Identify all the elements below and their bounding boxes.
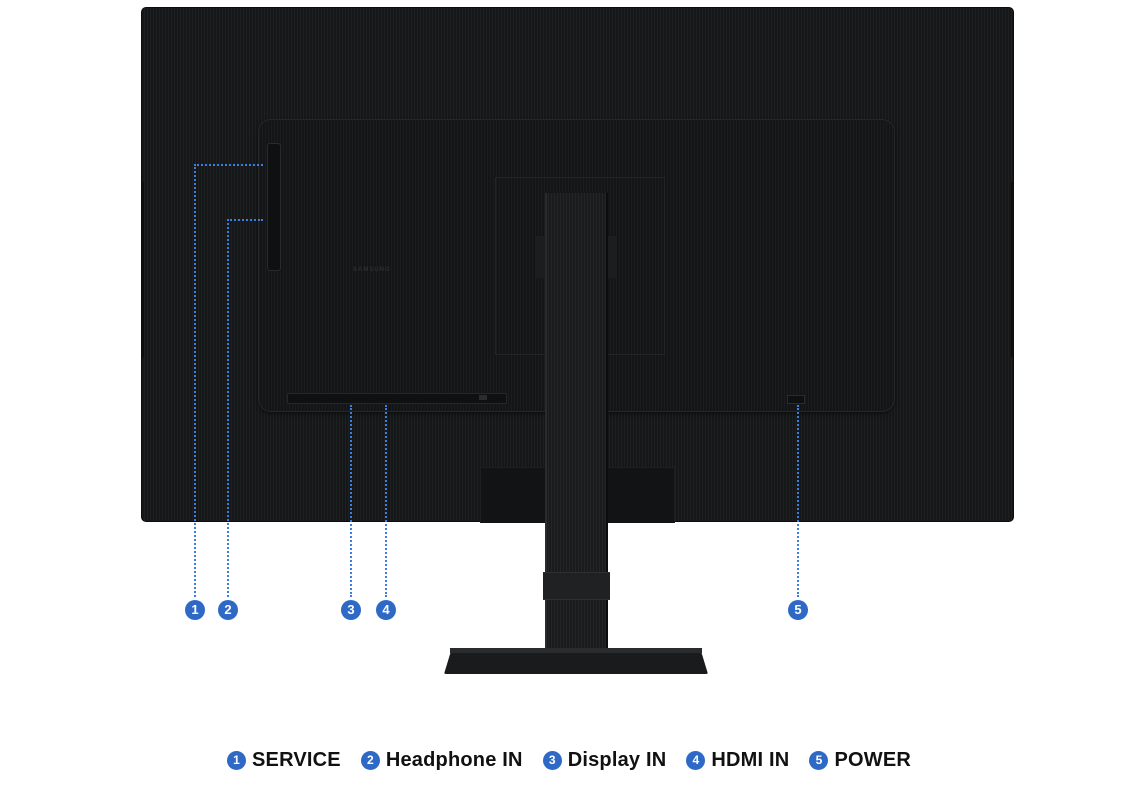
side-edge-left bbox=[141, 182, 144, 357]
callout-2-badge: 2 bbox=[218, 600, 238, 620]
legend-item-hdmi-in: 4 HDMI IN bbox=[686, 749, 789, 772]
legend-number: 3 bbox=[542, 751, 562, 770]
power-port bbox=[787, 395, 805, 404]
legend-number: 4 bbox=[686, 751, 706, 770]
stand-cable-collar bbox=[543, 572, 610, 600]
side-port-strip bbox=[267, 143, 281, 271]
legend-label: SERVICE bbox=[251, 749, 341, 771]
legend-label: HDMI IN bbox=[711, 749, 790, 771]
legend-item-display-in: 3 Display IN bbox=[542, 749, 667, 772]
stand-clip-left bbox=[535, 236, 545, 278]
callout-5-badge: 5 bbox=[788, 600, 808, 620]
stand-base-highlight bbox=[450, 648, 702, 653]
legend-item-service: 1 SERVICE bbox=[226, 749, 341, 772]
callout-1-leader-vertical bbox=[194, 164, 196, 597]
callout-1-leader-horizontal bbox=[194, 164, 263, 166]
callout-2-leader-vertical bbox=[227, 219, 229, 597]
callout-4-leader-vertical bbox=[385, 405, 387, 597]
legend-label: Display IN bbox=[567, 749, 667, 771]
legend-item-power: 5 POWER bbox=[809, 749, 911, 772]
callout-3-badge: 3 bbox=[341, 600, 361, 620]
bottom-port-strip bbox=[287, 393, 507, 404]
legend-label: Headphone IN bbox=[385, 749, 523, 771]
stand-clip-right bbox=[606, 236, 616, 278]
port-legend: 1 SERVICE 2 Headphone IN 3 Display IN 4 … bbox=[0, 749, 1138, 772]
callout-3-leader-vertical bbox=[350, 405, 352, 597]
callout-1-badge: 1 bbox=[185, 600, 205, 620]
brand-logo: SAMSUNG bbox=[353, 267, 391, 273]
legend-number: 1 bbox=[226, 751, 246, 770]
callout-4-badge: 4 bbox=[376, 600, 396, 620]
kensington-lock-slot bbox=[479, 395, 487, 400]
legend-item-headphone-in: 2 Headphone IN bbox=[360, 749, 523, 772]
legend-number: 2 bbox=[360, 751, 380, 770]
callout-2-leader-horizontal bbox=[227, 219, 263, 221]
legend-number: 5 bbox=[809, 751, 829, 770]
legend-label: POWER bbox=[834, 749, 912, 771]
callout-5-leader-vertical bbox=[797, 405, 799, 597]
side-edge-right bbox=[1011, 182, 1014, 357]
